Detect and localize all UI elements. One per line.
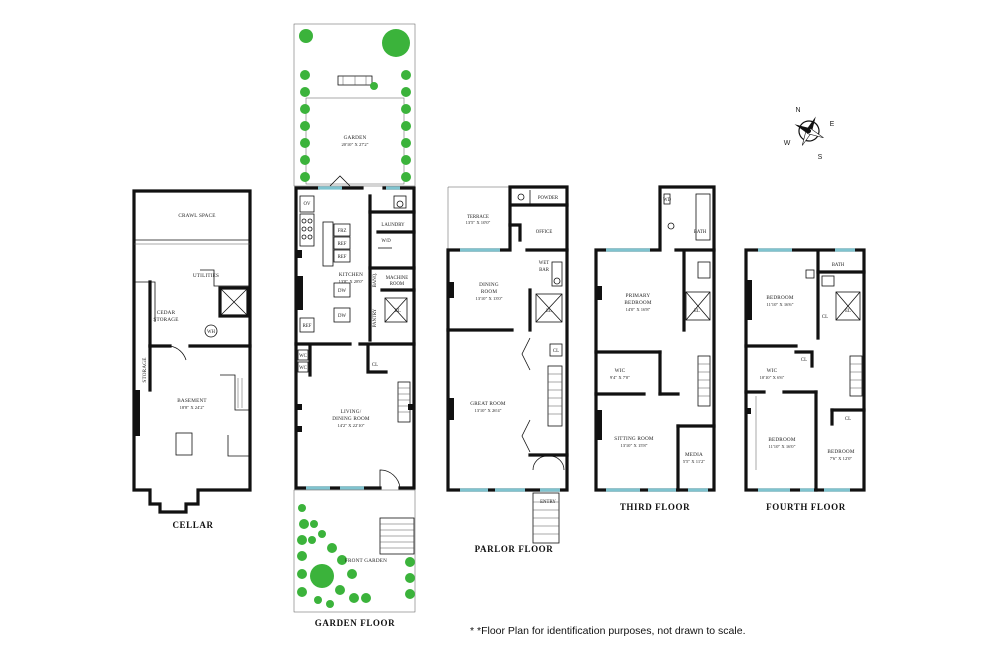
fourth-wic-dimensions: 10'10" X 6'6" bbox=[760, 375, 785, 380]
third-wic-label: WIC bbox=[615, 368, 626, 374]
wet-bar-label-1: WET bbox=[539, 261, 549, 266]
footnote: * *Floor Plan for identification purpose… bbox=[470, 625, 746, 637]
third-wd-label: WD bbox=[663, 198, 672, 203]
dining-dimensions: 13'10" X 13'0" bbox=[475, 296, 502, 301]
water-heater-label: WH bbox=[207, 330, 216, 335]
fourth-elevator-label: EL bbox=[845, 309, 851, 314]
primary-label-1: PRIMARY bbox=[626, 293, 651, 299]
fourth-wic-label: WIC bbox=[767, 368, 778, 374]
machine-room-label-1: MACHINE bbox=[386, 276, 408, 281]
terrace-dimensions: 13'5" X 10'0" bbox=[466, 220, 491, 225]
media-dimensions: 5'5" X 11'2" bbox=[683, 459, 705, 464]
fourth-floor-plan: BATH BEDROOM 11'10" X 16'6" CL EL CL WIC… bbox=[744, 248, 866, 512]
crawl-space-label: CRAWL SPACE bbox=[178, 213, 215, 219]
parlor-floor-plan: TERRACE 13'5" X 10'0" POWDER OFFICE WET … bbox=[446, 185, 569, 554]
primary-label-2: BEDROOM bbox=[624, 300, 652, 306]
dishwasher-label-2: DW bbox=[338, 314, 346, 319]
machine-room-label-2: ROOM bbox=[390, 282, 405, 287]
fourth-closet-1-label: CL bbox=[822, 315, 828, 320]
fourth-bedroom-3-dimensions: 7'6" X 12'0" bbox=[830, 456, 853, 461]
oven-label: OV bbox=[304, 202, 311, 207]
washer-dryer-label: W/D bbox=[381, 239, 391, 244]
cedar-storage-label-2: STORAGE bbox=[153, 317, 178, 323]
dining-label-2: ROOM bbox=[481, 289, 498, 295]
fourth-bedroom-2-dimensions: 11'10" X 16'0" bbox=[769, 444, 796, 449]
office-label: OFFICE bbox=[536, 230, 553, 235]
ref-label-3: REF bbox=[303, 324, 312, 329]
media-label: MEDIA bbox=[685, 452, 703, 458]
sitting-room-dimensions: 13'10" X 15'8" bbox=[620, 443, 647, 448]
kitchen-label: KITCHEN bbox=[339, 272, 363, 278]
fourth-floor-title: FOURTH FLOOR bbox=[766, 502, 846, 512]
compass-rose-icon bbox=[794, 116, 824, 146]
fourth-bedroom-3-label: BEDROOM bbox=[827, 449, 855, 455]
third-elevator-label: EL bbox=[694, 309, 700, 314]
banquette-label: BANQ. bbox=[373, 273, 378, 288]
cellar-plan: CRAWL SPACE UTILITIES CEDAR STORAGE WH S… bbox=[132, 189, 252, 530]
rear-garden-trees bbox=[299, 29, 411, 182]
living-label-1: LIVING/ bbox=[341, 409, 362, 415]
third-wic-dimensions: 9'4" X 7'0" bbox=[610, 375, 630, 380]
wet-bar-label-2: BAR bbox=[539, 268, 550, 273]
garden-floor-title: GARDEN FLOOR bbox=[315, 618, 395, 628]
fourth-closet-2-label: CL bbox=[801, 358, 807, 363]
parlor-elevator-label: EL bbox=[546, 309, 552, 314]
living-label-2: DINING ROOM bbox=[332, 416, 370, 422]
compass-n: N bbox=[795, 107, 800, 114]
kitchen-dimensions: 13'8" X 28'0" bbox=[339, 279, 364, 284]
storage-label: STORAGE bbox=[142, 357, 148, 382]
laundry-label: LAUNDRY bbox=[381, 223, 405, 228]
wc-label-1: WC bbox=[299, 354, 307, 359]
living-dimensions: 14'2" X 22'10" bbox=[337, 423, 364, 428]
utilities-label: UTILITIES bbox=[193, 273, 219, 279]
elevator-label: EL bbox=[395, 309, 401, 314]
basement-label: BASEMENT bbox=[177, 398, 207, 404]
freezer-label: FRZ bbox=[338, 229, 347, 234]
ref-label-1: REF bbox=[338, 242, 347, 247]
compass-w: W bbox=[784, 140, 791, 147]
ref-label-2: REF bbox=[338, 255, 347, 260]
third-floor-title: THIRD FLOOR bbox=[620, 502, 690, 512]
compass-e: E bbox=[830, 121, 835, 128]
powder-label: POWDER bbox=[538, 196, 559, 201]
garden-floor-plan: GARDEN 20'10" X 27'2" bbox=[293, 23, 416, 628]
fourth-bedroom-1-label: BEDROOM bbox=[766, 295, 794, 301]
wc-label-2: WC bbox=[299, 366, 307, 371]
fourth-bedroom-2-label: BEDROOM bbox=[768, 437, 796, 443]
closet-label: CL bbox=[372, 363, 378, 368]
fourth-bath-label: BATH bbox=[832, 263, 845, 268]
great-room-dimensions: 13'10" X 26'4" bbox=[474, 408, 501, 413]
sitting-room-label: SITTING ROOM bbox=[614, 436, 654, 442]
fourth-bedroom-1-dimensions: 11'10" X 16'6" bbox=[767, 302, 794, 307]
garden-label: GARDEN bbox=[344, 135, 367, 141]
dining-label-1: DINING bbox=[479, 282, 499, 288]
third-bath-label: BATH bbox=[694, 230, 707, 235]
cellar-title: CELLAR bbox=[172, 520, 213, 530]
parlor-floor-title: PARLOR FLOOR bbox=[475, 544, 554, 554]
third-floor-plan: BATH WD PRIMARY BEDROOM 14'0" X 16'8" EL… bbox=[594, 185, 716, 512]
basement-dimensions: 18'8" X 24'2" bbox=[180, 405, 205, 410]
dishwasher-label-1: DW bbox=[338, 289, 346, 294]
entry-label: ENTRY bbox=[540, 500, 556, 505]
cedar-storage-label-1: CEDAR bbox=[157, 310, 176, 316]
terrace-label: TERRACE bbox=[467, 215, 489, 220]
pantry-label: PANTRY bbox=[373, 308, 378, 327]
garden-dimensions: 20'10" X 27'2" bbox=[341, 142, 368, 147]
front-garden-label: FRONT GARDEN bbox=[345, 558, 387, 564]
front-garden-trees bbox=[297, 504, 415, 608]
parlor-closet-label: CL bbox=[553, 349, 559, 354]
fourth-closet-3-label: CL bbox=[845, 417, 851, 422]
compass-s: S bbox=[818, 154, 823, 161]
great-room-label: GREAT ROOM bbox=[470, 401, 506, 407]
primary-dimensions: 14'0" X 16'8" bbox=[626, 307, 651, 312]
